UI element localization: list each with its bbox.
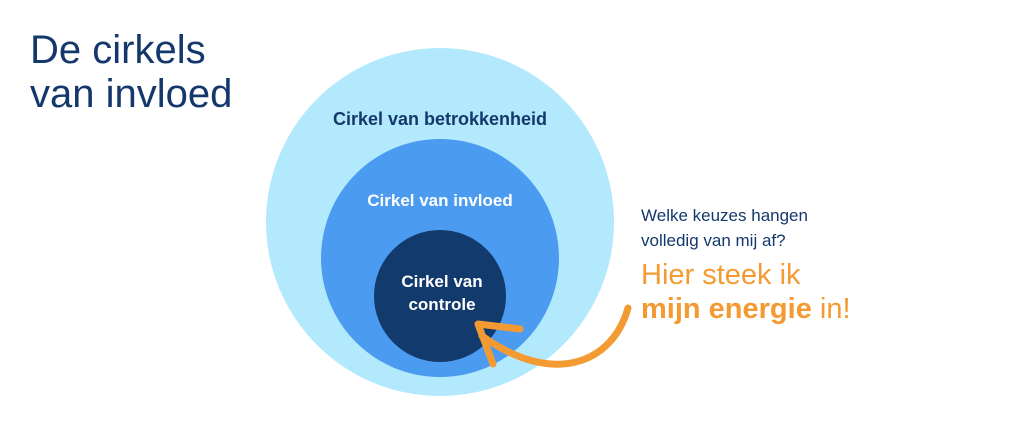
callout-rest-text: in! xyxy=(811,293,851,325)
question-line-1: Welke keuzes hangen xyxy=(641,206,808,225)
page-title: De cirkels van invloed xyxy=(30,28,232,116)
question-line-2: volledig van mij af? xyxy=(641,231,786,250)
inner-circle-label-line-2: controle xyxy=(408,295,475,314)
callout-line-1: Hier steek ik xyxy=(641,259,801,291)
callout-text: Hier steek ik mijn energie in! xyxy=(641,258,851,326)
callout-bold-text: mijn energie xyxy=(641,293,812,325)
inner-circle xyxy=(374,230,506,362)
title-line-2: van invloed xyxy=(30,72,233,116)
curved-arrow-icon xyxy=(474,304,632,368)
question-text: Welke keuzes hangen volledig van mij af? xyxy=(641,203,808,253)
callout-line-2: mijn energie in! xyxy=(641,292,851,326)
inner-circle-label-line-1: Cirkel van xyxy=(401,272,482,291)
outer-circle-label: Cirkel van betrokkenheid xyxy=(333,109,547,129)
title-line-1: De cirkels xyxy=(30,28,206,72)
middle-circle-label: Cirkel van invloed xyxy=(367,191,513,210)
